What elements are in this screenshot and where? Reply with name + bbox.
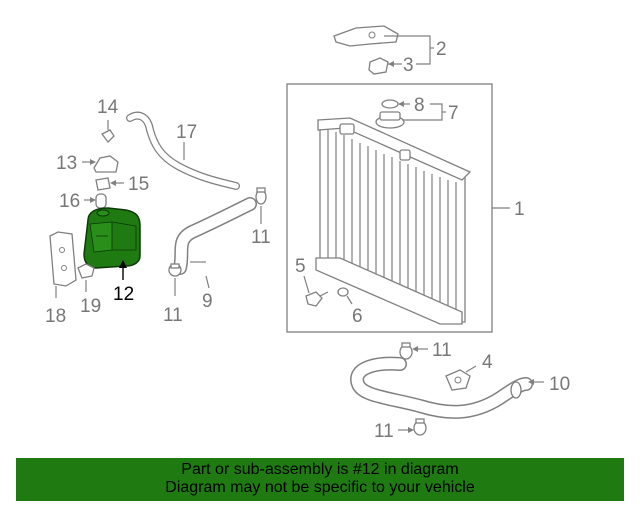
- reservoir-nipple[interactable]: [95, 193, 107, 209]
- radiator-mount-bracket[interactable]: [333, 25, 399, 47]
- hose-clamp-lower-top[interactable]: [399, 342, 413, 360]
- hose-mount-bracket[interactable]: [445, 369, 471, 391]
- callout-3: 3: [403, 55, 414, 76]
- hose-clamp-upper-left[interactable]: [168, 263, 182, 277]
- callout-5: 5: [295, 256, 306, 277]
- callout-14: 14: [97, 97, 119, 118]
- hose-clamp-upper-right[interactable]: [255, 187, 267, 205]
- callout-11a: 11: [251, 227, 271, 248]
- hose-clamp-lower-bottom[interactable]: [413, 418, 427, 436]
- reservoir-bracket-bolt[interactable]: [101, 129, 115, 143]
- callout-1: 1: [514, 199, 525, 220]
- callout-15: 15: [128, 174, 149, 195]
- callout-4: 4: [482, 352, 493, 373]
- callout-12: 12: [113, 284, 134, 305]
- drain-plug[interactable]: [305, 291, 329, 307]
- callout-11c: 11: [432, 340, 452, 361]
- lower-radiator-hose[interactable]: [350, 356, 533, 419]
- callout-13: 13: [56, 153, 77, 174]
- callout-6: 6: [352, 306, 363, 327]
- callout-18: 18: [45, 306, 66, 327]
- reservoir-cap-seal[interactable]: [95, 177, 111, 191]
- bracket-nut[interactable]: [368, 57, 389, 75]
- callout-17: 17: [176, 122, 197, 143]
- callout-11d: 11: [374, 421, 394, 442]
- callout-10: 10: [549, 374, 570, 395]
- radiator-core[interactable]: [315, 117, 472, 325]
- radiator-cap-seal[interactable]: [381, 99, 399, 109]
- callout-9: 9: [202, 291, 213, 312]
- callout-19: 19: [80, 296, 101, 317]
- callout-8: 8: [414, 95, 425, 116]
- callout-2: 2: [436, 39, 447, 60]
- reservoir-cap[interactable]: [93, 155, 119, 173]
- notice-line-disclaimer: Diagram may not be specific to your vehi…: [165, 479, 475, 496]
- coolant-reservoir-tank[interactable]: [83, 207, 141, 269]
- callout-11b: 11: [163, 305, 183, 326]
- notice-line-part-number: Part or sub-assembly is #12 in diagram: [181, 461, 459, 478]
- reservoir-clip[interactable]: [77, 263, 95, 279]
- highlight-notice-banner: Part or sub-assembly is #12 in diagram D…: [16, 458, 624, 501]
- callout-7: 7: [448, 103, 459, 124]
- reservoir-mounting-plate[interactable]: [49, 231, 77, 287]
- upper-radiator-hose[interactable]: [173, 197, 257, 275]
- overflow-hose[interactable]: [126, 111, 240, 190]
- drain-plug-o-ring[interactable]: [337, 287, 349, 297]
- callout-16: 16: [59, 191, 80, 212]
- radiator-cap[interactable]: [375, 111, 405, 129]
